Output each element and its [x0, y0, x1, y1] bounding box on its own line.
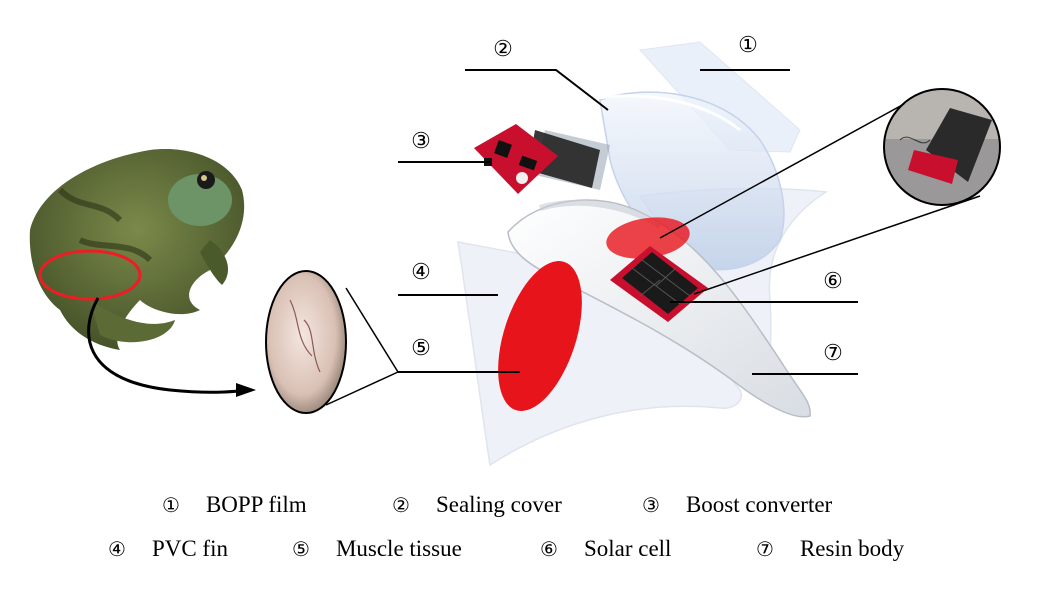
legend-number: ② — [392, 493, 410, 517]
legend-number: ⑦ — [756, 537, 774, 561]
legend-item-4: ④ PVC fin — [108, 536, 228, 562]
callout-7: ⑦ — [823, 341, 843, 366]
legend-label: BOPP film — [205, 492, 307, 517]
callout-4: ④ — [411, 260, 431, 285]
legend-label: PVC fin — [151, 536, 228, 561]
callout-3: ③ — [411, 129, 431, 154]
legend-item-3: ③ Boost converter — [642, 492, 832, 518]
callout-6: ⑥ — [823, 269, 843, 294]
callout-5: ⑤ — [411, 336, 431, 361]
tissue-source-arrow — [87, 297, 251, 394]
exploded-assembly-diagram: ① ② ③ ④ ⑤ ⑥ ⑦ — [29, 33, 1001, 467]
legend-item-7: ⑦ Resin body — [756, 536, 904, 562]
muscle-tissue-photo — [265, 270, 347, 414]
legend-label: Solar cell — [583, 536, 672, 561]
legend-label: Sealing cover — [435, 492, 562, 517]
legend-number: ③ — [642, 493, 660, 517]
legend-number: ⑥ — [540, 537, 558, 561]
legend-label: Boost converter — [685, 492, 833, 517]
legend-item-1: ① BOPP film — [162, 492, 307, 518]
legend-number: ④ — [108, 537, 126, 561]
boost-converter — [474, 124, 610, 194]
inner-muscle — [606, 217, 690, 259]
muscle-tissue — [498, 260, 582, 412]
solar-cell-zoom-photo — [883, 88, 1001, 206]
legend-label: Resin body — [799, 536, 905, 561]
legend-number: ⑤ — [292, 537, 310, 561]
callout-1: ① — [738, 33, 758, 58]
legend-number: ① — [162, 493, 180, 517]
legend-label: Muscle tissue — [335, 536, 462, 561]
frog-photo — [29, 149, 245, 350]
legend-item-5: ⑤ Muscle tissue — [292, 536, 462, 562]
legend-item-2: ② Sealing cover — [392, 492, 562, 518]
legend-item-6: ⑥ Solar cell — [540, 536, 671, 562]
callout-2: ② — [493, 37, 513, 62]
